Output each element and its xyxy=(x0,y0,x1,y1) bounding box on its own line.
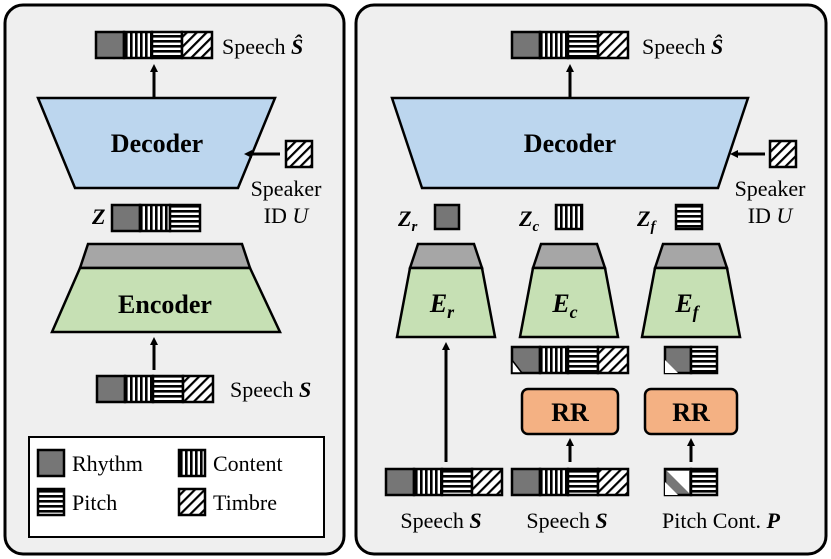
input-r-label: Speech S xyxy=(400,508,481,533)
rhythm-segment xyxy=(95,374,127,404)
right-output-speech-bar xyxy=(510,30,630,60)
legend-frame xyxy=(28,436,325,538)
latent-zr-label: Zr xyxy=(397,206,417,235)
rhythm-segment xyxy=(510,30,542,60)
rhythm-segment xyxy=(110,203,142,233)
left-speaker-line2: ID U xyxy=(264,203,311,228)
right-decoder-label: Decoder xyxy=(524,129,616,158)
left-encoder-cap xyxy=(78,242,252,270)
encoder-er: Er xyxy=(395,242,497,339)
left-encoder-block xyxy=(50,266,282,334)
input-speech-bar-c xyxy=(510,467,630,497)
timbre-segment xyxy=(596,345,630,375)
encoder-ec-block xyxy=(518,266,620,339)
legend-rhythm-label: Rhythm xyxy=(72,451,143,476)
pitch-segment xyxy=(168,203,202,233)
encoder-er-cap xyxy=(408,242,484,270)
content-segment xyxy=(538,345,570,375)
pitch-corner-top xyxy=(667,471,689,493)
timbre-segment xyxy=(180,30,214,60)
right-decoder-block xyxy=(390,96,750,190)
timbre-segment xyxy=(181,374,215,404)
encoder-ec-cap xyxy=(531,242,607,270)
latent-zc-box xyxy=(554,203,584,231)
latent-zr-box xyxy=(433,203,461,231)
latent-zf-box xyxy=(674,203,704,231)
legend: Rhythm Content Pitch Timbre xyxy=(28,436,325,538)
left-input-label: Speech S xyxy=(230,377,311,402)
left-decoder-block xyxy=(36,96,277,190)
pitch-corner xyxy=(665,469,678,495)
left-latent-bar xyxy=(110,203,202,233)
rr-pitch-label: RR xyxy=(672,398,710,427)
left-encoder-label: Encoder xyxy=(118,290,212,319)
content-segment xyxy=(538,30,570,60)
right-output-label: Speech Ŝ xyxy=(642,34,723,59)
right-speaker-line1: Speaker xyxy=(735,176,807,201)
legend-content-swatch xyxy=(177,448,207,478)
legend-pitch-swatch xyxy=(36,487,66,517)
encoder-ec-label: Ec xyxy=(551,289,577,322)
rhythm-segment xyxy=(510,467,542,497)
content-segment xyxy=(538,467,570,497)
encoder-ef-block xyxy=(640,266,742,339)
left-speaker-id-box xyxy=(284,139,314,169)
pitch-segment xyxy=(689,345,719,375)
rr-block-content xyxy=(520,387,620,436)
pitch-segment xyxy=(150,30,184,60)
content-segment xyxy=(122,30,154,60)
right-speaker-id-box xyxy=(768,139,798,169)
left-speaker-line1: Speaker xyxy=(251,176,323,201)
timbre-segment xyxy=(596,30,630,60)
encoder-ef-cap xyxy=(653,242,729,270)
left-output-label: Speech Ŝ xyxy=(222,34,303,59)
legend-pitch-label: Pitch xyxy=(72,490,117,515)
rr-block-pitch xyxy=(643,387,739,436)
pitch-segment xyxy=(689,467,719,497)
left-decoder-label: Decoder xyxy=(111,129,203,158)
resampled-speech-bar xyxy=(510,345,630,375)
pitch-segment xyxy=(566,30,600,60)
left-input-speech-bar xyxy=(95,374,215,404)
pitch-segment xyxy=(566,467,600,497)
latent-zc-label: Zc xyxy=(518,206,539,235)
input-f-label: Pitch Cont. P xyxy=(662,508,781,533)
pitch-segment xyxy=(566,345,600,375)
legend-content-label: Content xyxy=(213,451,283,476)
content-segment xyxy=(123,374,155,404)
pitch-segment xyxy=(151,374,185,404)
pitch-segment xyxy=(440,467,474,497)
legend-timbre-swatch xyxy=(177,487,207,517)
input-pitch-contour-bar xyxy=(663,467,719,497)
resample-corner xyxy=(665,347,678,373)
resampled-pitch-bar xyxy=(663,345,719,375)
content-segment xyxy=(412,467,444,497)
encoder-ef: Ef xyxy=(640,242,742,339)
right-panel: Speech Ŝ Decoder Speaker ID U Zr Zc Zf E… xyxy=(354,3,828,556)
timbre-segment xyxy=(470,467,504,497)
left-output-speech-bar xyxy=(94,30,214,60)
left-latent-label: Z xyxy=(91,204,105,229)
rhythm-segment xyxy=(384,467,416,497)
encoder-ec: Ec xyxy=(518,242,620,339)
timbre-segment xyxy=(596,467,630,497)
encoder-er-block xyxy=(395,266,497,339)
rr-content-label: RR xyxy=(551,398,589,427)
input-c-label: Speech S xyxy=(526,508,607,533)
right-speaker-line2: ID U xyxy=(748,203,795,228)
content-segment xyxy=(138,203,172,233)
legend-rhythm-swatch xyxy=(36,448,66,478)
resample-corner xyxy=(511,357,524,374)
legend-timbre-label: Timbre xyxy=(213,490,277,515)
latent-zf-label: Zf xyxy=(636,206,657,235)
left-panel: Speech Ŝ Decoder Speaker ID U Z Encoder xyxy=(3,3,346,556)
encoder-er-label: Er xyxy=(429,289,455,322)
rhythm-segment xyxy=(94,30,126,60)
input-speech-bar-r xyxy=(384,467,504,497)
encoder-ef-label: Ef xyxy=(674,289,700,322)
